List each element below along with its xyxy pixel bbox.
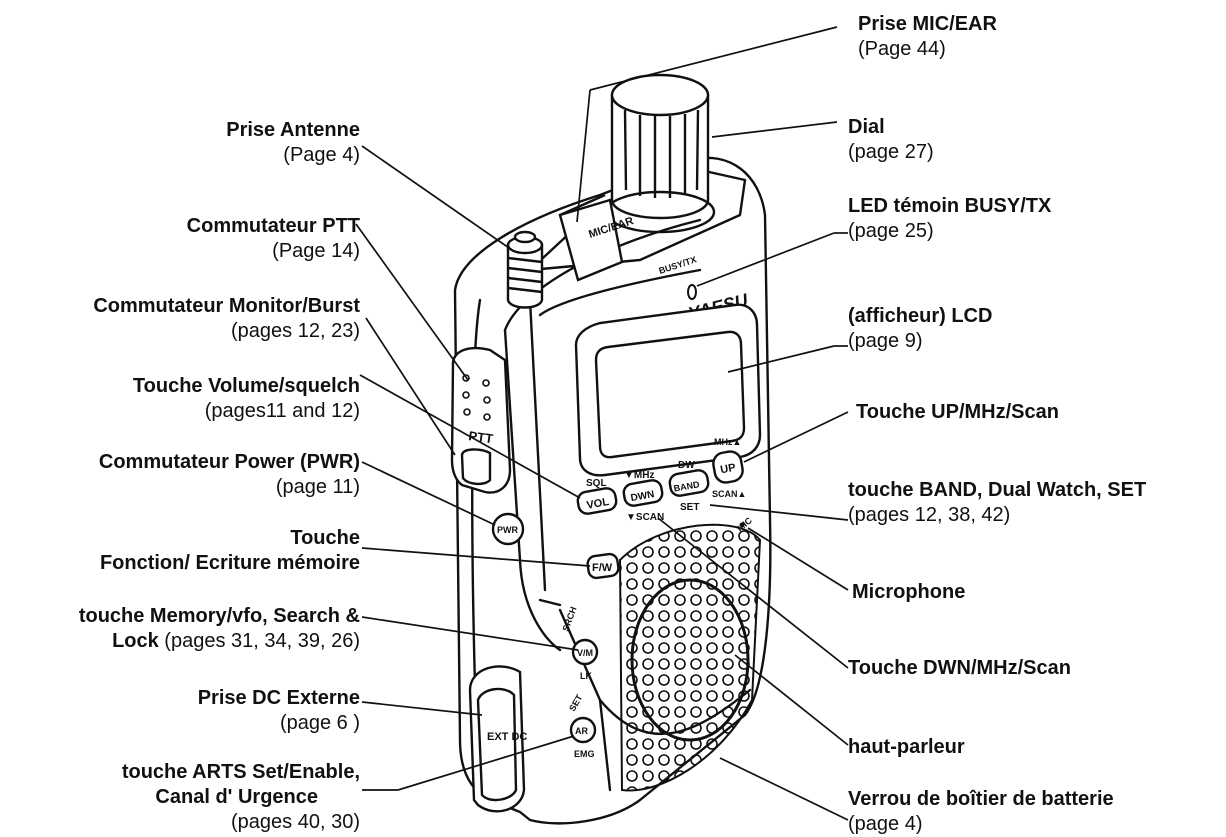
band-key[interactable]: DW BAND SET [668, 460, 710, 513]
label-microphone: Microphone [852, 580, 965, 605]
label-title: Commutateur Power (PWR) [98, 451, 360, 473]
label-title: Prise DC Externe [197, 687, 360, 709]
band-text: BAND [673, 479, 701, 493]
label-page: (Page 4) [283, 144, 360, 166]
label-commutateur-ptt: Commutateur PTT (Page 14) [187, 214, 360, 264]
label-lock-word: Lock [112, 630, 159, 652]
label-title: touche ARTS Set/Enable, [121, 761, 360, 783]
lcd-display [574, 303, 762, 477]
label-page: (page 25) [848, 220, 934, 242]
label-subtitle: Fonction/ Ecriture mémoire [99, 552, 360, 574]
label-band-key: touche BAND, Dual Watch, SET (pages 12, … [848, 478, 1146, 528]
ar-text: AR [575, 726, 588, 736]
speaker-grille [618, 523, 762, 792]
dwn-key[interactable]: ▼MHz DWN ▼SCAN [622, 470, 664, 523]
label-page: (pages 40, 30) [231, 811, 360, 833]
label-title: (afficheur) LCD [848, 305, 993, 327]
up-text: UP [719, 462, 736, 476]
label-subtitle: Canal d' Urgence [155, 786, 318, 808]
label-lcd: (afficheur) LCD (page 9) [848, 304, 992, 354]
fw-key[interactable]: F/W [586, 552, 620, 580]
label-page: (page 6 ) [279, 712, 360, 734]
ar-key[interactable]: SET AR EMG [567, 692, 597, 759]
ptt-text: PTT [468, 428, 494, 446]
label-power: Commutateur Power (PWR) (page 11) [99, 450, 360, 500]
label-title: Touche UP/MHz/Scan [856, 401, 1059, 423]
label-title: Touche [290, 527, 360, 549]
dwn-top-text: ▼MHz [624, 470, 654, 481]
label-title: Microphone [852, 581, 966, 603]
vm-text: V/M [577, 648, 593, 658]
srch-text: SRCH [560, 605, 578, 632]
label-fonction: Touche Fonction/ Ecriture mémoire [100, 526, 360, 576]
label-title: Touche DWN/MHz/Scan [848, 657, 1071, 679]
dial-knob[interactable] [604, 73, 716, 234]
vm-key[interactable]: SRCH V/M LK [560, 605, 599, 681]
keypad: SQL VOL ▼MHz DWN ▼SCAN DW BAND SET MHz▲ … [491, 437, 754, 759]
up-bottom-text: SCAN▲ [712, 489, 746, 499]
label-title: touche Memory/vfo, Search & [78, 605, 360, 627]
label-prise-dc: Prise DC Externe (page 6 ) [198, 686, 360, 736]
label-dwn-key: Touche DWN/MHz/Scan [848, 656, 1071, 681]
label-title: LED témoin BUSY/TX [848, 195, 1052, 217]
ext-dc-cover[interactable]: EXT DC [468, 665, 527, 813]
label-prise-mic-ear: Prise MIC/EAR (Page 44) [858, 12, 997, 62]
set-text: SET [680, 502, 699, 513]
label-up-key: Touche UP/MHz/Scan [856, 400, 1059, 425]
leader-lines [355, 26, 849, 821]
label-page: Lock (pages 31, 34, 39, 26) [112, 630, 360, 652]
label-page: (pages 12, 38, 42) [848, 504, 1011, 526]
mic-hole [739, 522, 745, 528]
pwr-text: PWR [497, 525, 518, 535]
label-page: (page 11) [275, 476, 360, 498]
label-page: (pages 12, 23) [231, 320, 360, 342]
sql-text: SQL [586, 478, 607, 489]
dwn-bottom-text: ▼SCAN [626, 512, 664, 523]
label-page: (Page 14) [272, 240, 360, 262]
up-top-text: MHz▲ [714, 437, 741, 447]
ext-dc-text: EXT DC [487, 731, 527, 743]
up-key[interactable]: MHz▲ UP SCAN▲ [712, 437, 747, 499]
ar-top-text: SET [567, 692, 585, 713]
ptt-switch[interactable]: PTT [450, 346, 512, 494]
dw-text: DW [678, 460, 695, 471]
label-title: Touche Volume/squelch [132, 375, 360, 397]
label-title: Dial [848, 116, 885, 138]
label-title: Commutateur Monitor/Burst [93, 295, 360, 317]
label-page: (page 4) [848, 813, 923, 835]
emg-text: EMG [574, 749, 595, 759]
label-page: (Page 44) [858, 38, 946, 60]
label-memory-vfo: touche Memory/vfo, Search & Lock (pages … [79, 604, 360, 654]
label-page: (pages11 and 12) [204, 400, 360, 422]
label-title: touche BAND, Dual Watch, SET [848, 479, 1147, 501]
fw-text: F/W [592, 562, 613, 574]
lk-text: LK [580, 671, 592, 681]
dwn-text: DWN [630, 489, 655, 504]
label-title: Verrou de boîtier de batterie [848, 788, 1114, 810]
label-page: (page 9) [848, 330, 923, 352]
label-led-busy-tx: LED témoin BUSY/TX (page 25) [848, 194, 1051, 244]
label-prise-antenne: Prise Antenne (Page 4) [226, 118, 360, 168]
vol-text: VOL [586, 496, 611, 512]
label-verrou: Verrou de boîtier de batterie (page 4) [848, 787, 1114, 837]
pwr-key[interactable]: PWR [491, 512, 525, 546]
label-title: haut-parleur [848, 736, 965, 758]
label-arts: touche ARTS Set/Enable, Canal d' Urgence… [122, 760, 360, 835]
label-title: Prise Antenne [226, 119, 360, 141]
label-title: Commutateur PTT [186, 215, 360, 237]
vol-key[interactable]: SQL VOL [576, 478, 618, 515]
label-title: Prise MIC/EAR [858, 13, 997, 35]
label-page: (page 27) [848, 141, 934, 163]
antenna-connector [506, 230, 544, 309]
label-volume-squelch: Touche Volume/squelch (pages11 and 12) [133, 374, 360, 424]
label-monitor-burst: Commutateur Monitor/Burst (pages 12, 23) [93, 294, 360, 344]
label-haut-parleur: haut-parleur [848, 735, 965, 760]
label-dial: Dial (page 27) [848, 115, 934, 165]
